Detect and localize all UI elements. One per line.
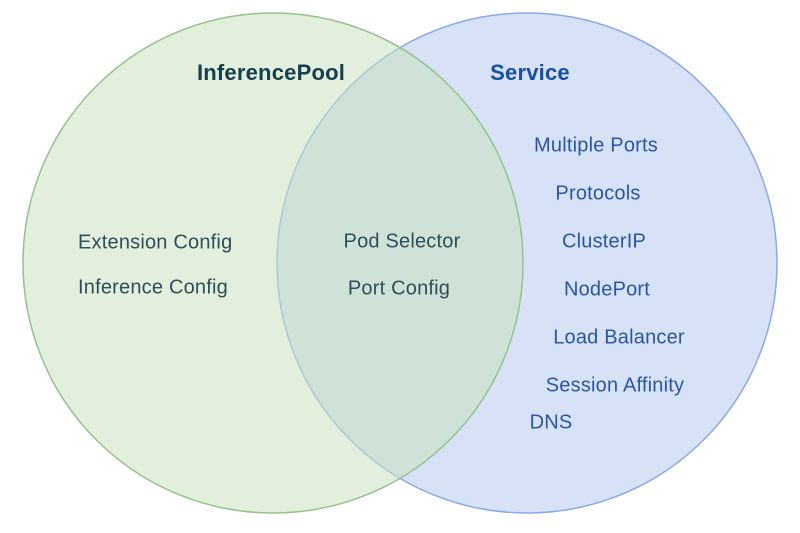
inferencepool-title: InferencePool bbox=[196, 60, 346, 85]
service-item: ClusterIP bbox=[561, 230, 647, 253]
service-item: DNS bbox=[529, 411, 573, 434]
service-item: Load Balancer bbox=[553, 326, 685, 349]
service-item: Protocols bbox=[555, 182, 641, 205]
inferencepool-item: Inference Config bbox=[78, 276, 228, 299]
inferencepool-circle bbox=[22, 12, 524, 514]
service-item: NodePort bbox=[563, 278, 651, 301]
service-title: Service bbox=[490, 60, 570, 85]
service-item: Session Affinity bbox=[545, 374, 685, 397]
inferencepool-item: Extension Config bbox=[78, 231, 233, 254]
intersection-item: Pod Selector bbox=[343, 230, 461, 253]
service-item: Multiple Ports bbox=[534, 134, 658, 157]
intersection-item: Port Config bbox=[347, 277, 451, 300]
